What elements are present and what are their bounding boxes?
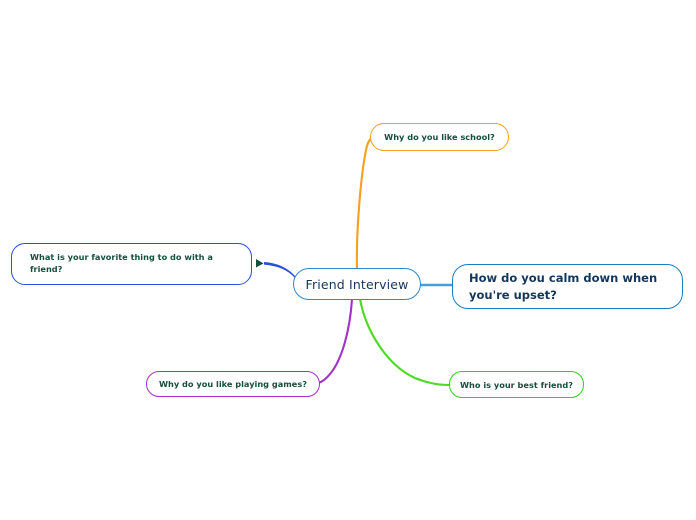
- node-why-like-school[interactable]: Why do you like school?: [370, 123, 509, 151]
- edge-root-to-games: [316, 297, 354, 385]
- node-label-favorite-thing-with-friend: What is your favorite thing to do with a…: [30, 252, 213, 274]
- node-calm-down-when-upset[interactable]: How do you calm down when you're upset?: [452, 264, 683, 309]
- node-label-calm-down-when-upset: How do you calm down when you're upset?: [469, 270, 658, 302]
- node-who-is-best-friend[interactable]: Who is your best friend?: [449, 371, 584, 398]
- node-favorite-thing-with-friend[interactable]: What is your favorite thing to do with a…: [11, 243, 252, 285]
- node-friend-interview[interactable]: Friend Interview: [293, 268, 421, 300]
- edge-root-to-best-friend: [358, 297, 451, 387]
- node-label-why-like-playing-games: Why do you like playing games?: [159, 379, 307, 389]
- edge-root-to-favorite: [264, 262, 295, 278]
- edge-root-to-school: [355, 134, 380, 271]
- node-why-like-playing-games[interactable]: Why do you like playing games?: [146, 371, 320, 397]
- arrowhead-icon-favorite: [256, 259, 264, 268]
- node-label-friend-interview: Friend Interview: [305, 276, 409, 292]
- node-label-why-like-school: Why do you like school?: [384, 132, 495, 142]
- node-label-who-is-best-friend: Who is your best friend?: [460, 379, 573, 390]
